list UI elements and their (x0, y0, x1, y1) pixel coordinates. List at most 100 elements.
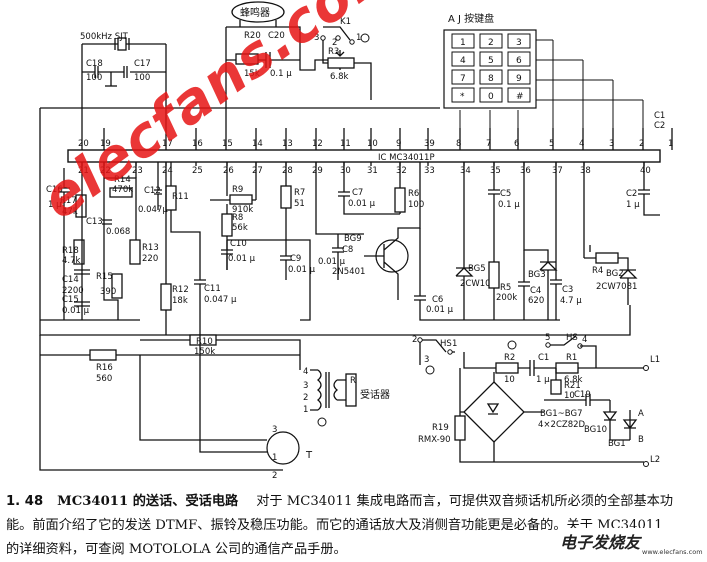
R4-label: R4 (592, 266, 603, 276)
C18-label: C18 (86, 59, 103, 69)
pin-number: 12 (312, 139, 323, 149)
svg-text:5: 5 (545, 333, 550, 343)
C16-value: 1 μ (48, 200, 62, 210)
svg-text:2: 2 (272, 471, 277, 481)
svg-text:2: 2 (303, 393, 308, 403)
R18-label: R18 (62, 246, 79, 256)
BG2-label: BG2 (606, 269, 624, 279)
L2-label: L2 (650, 455, 660, 465)
C17-value: 100 (134, 73, 150, 83)
R5-value: 200k (496, 293, 517, 303)
keypad-key-label: 0 (488, 92, 494, 102)
pin-number: 16 (192, 139, 203, 149)
R7-label: R7 (294, 188, 305, 198)
pin-number: 38 (580, 166, 591, 176)
svg-text:2: 2 (412, 335, 417, 345)
C3-value: 4.7 μ (560, 296, 582, 306)
svg-text:3: 3 (314, 33, 319, 43)
C12-value: 0.047μ (138, 205, 168, 215)
pin-number: 14 (252, 139, 263, 149)
K1-label: K1 (340, 17, 351, 27)
C7-value: 0.01 μ (348, 199, 376, 209)
R3-value: 6.8k (330, 72, 349, 82)
C20-value: 0.1 μ (270, 69, 292, 79)
C13-value: 0.068 (106, 227, 130, 237)
R3-label: R3 (328, 47, 339, 57)
pin-number: 36 (520, 166, 531, 176)
pin-number: 11 (340, 139, 351, 149)
C19-label: C19 (574, 390, 591, 400)
keypad-key (479, 33, 503, 49)
pin-number: 34 (460, 166, 471, 176)
svg-text:1: 1 (356, 33, 361, 43)
pin-number: 1 (668, 139, 673, 149)
svg-text:3: 3 (272, 425, 277, 435)
pin-number: 4 (579, 139, 584, 149)
transformer-label: T (305, 450, 313, 461)
pin-number: 17 (162, 139, 173, 149)
keypad-key-label: 3 (516, 38, 522, 48)
R17-label: R17 (60, 196, 77, 206)
pin-number: 20 (78, 139, 89, 149)
bridge-rectifier (460, 372, 544, 462)
C7-label: C7 (352, 188, 363, 198)
keypad-key (479, 87, 503, 103)
R9-label: R9 (232, 185, 243, 195)
BG5-value: 2CW103 (460, 279, 496, 289)
keypad-key-label: 1 (460, 38, 466, 48)
pin-number: 25 (192, 166, 203, 176)
C11-label: C11 (204, 284, 221, 294)
pin-number: 2 (639, 139, 644, 149)
pin-number: 22 (100, 166, 111, 176)
pin-number: 15 (222, 139, 233, 149)
C14-value: 2200 (62, 286, 84, 296)
C6-value: 0.01 μ (426, 305, 454, 315)
svg-text:4: 4 (582, 335, 587, 345)
R20-value: 15k (244, 69, 260, 79)
BG9-label: BG9 (344, 234, 362, 244)
C4-label: C4 (530, 286, 541, 296)
C11-value: 0.047 μ (204, 295, 237, 305)
svg-text:4: 4 (303, 367, 308, 377)
keypad-key-label: 8 (488, 74, 494, 84)
pin-number: 3 (609, 139, 614, 149)
svg-text:3: 3 (303, 381, 308, 391)
BG3-label: BG3 (528, 270, 546, 280)
C13-label: C13 (86, 217, 103, 227)
C2-value: 1 μ (626, 200, 640, 210)
R8-value: 56k (232, 223, 248, 233)
R18-value: 4.7k (62, 256, 81, 266)
keypad-key (507, 87, 531, 103)
keypad-key-label: # (516, 92, 524, 102)
C1-pin-label: C1 (654, 111, 665, 121)
C6-label: C6 (432, 295, 443, 305)
R13-label: R13 (142, 243, 159, 253)
BG1BG7-label: BG1~BG7 (540, 409, 582, 419)
C8-label: C8 (342, 245, 353, 255)
BG2-value: 2CW7081 (596, 282, 637, 292)
C1-label: C1 (538, 353, 549, 363)
keypad-key-label: * (460, 92, 465, 102)
C5-label: C5 (500, 189, 511, 199)
R14-value: 470k (112, 185, 133, 195)
keypad-key (507, 69, 531, 85)
R8-label: R8 (232, 213, 243, 223)
R19-label: R19 (432, 423, 449, 433)
BG5-label: BG5 (468, 264, 486, 274)
C12-label: C12 (144, 186, 161, 196)
C2-label: C2 (626, 189, 637, 199)
R2-value: 10 (504, 375, 515, 385)
elecfans-logo: 电子发烧友 www.elecfans.com (558, 528, 704, 558)
BG9-value: 2N5401 (332, 267, 365, 277)
logo-url: www.elecfans.com (642, 548, 703, 556)
svg-text:R: R (350, 376, 356, 386)
pin-number: 10 (367, 139, 378, 149)
C9-label: C9 (290, 254, 301, 264)
C8-value: 0.01 μ (318, 257, 346, 267)
C10-label: C10 (230, 239, 247, 249)
pin-number: 6 (514, 139, 519, 149)
